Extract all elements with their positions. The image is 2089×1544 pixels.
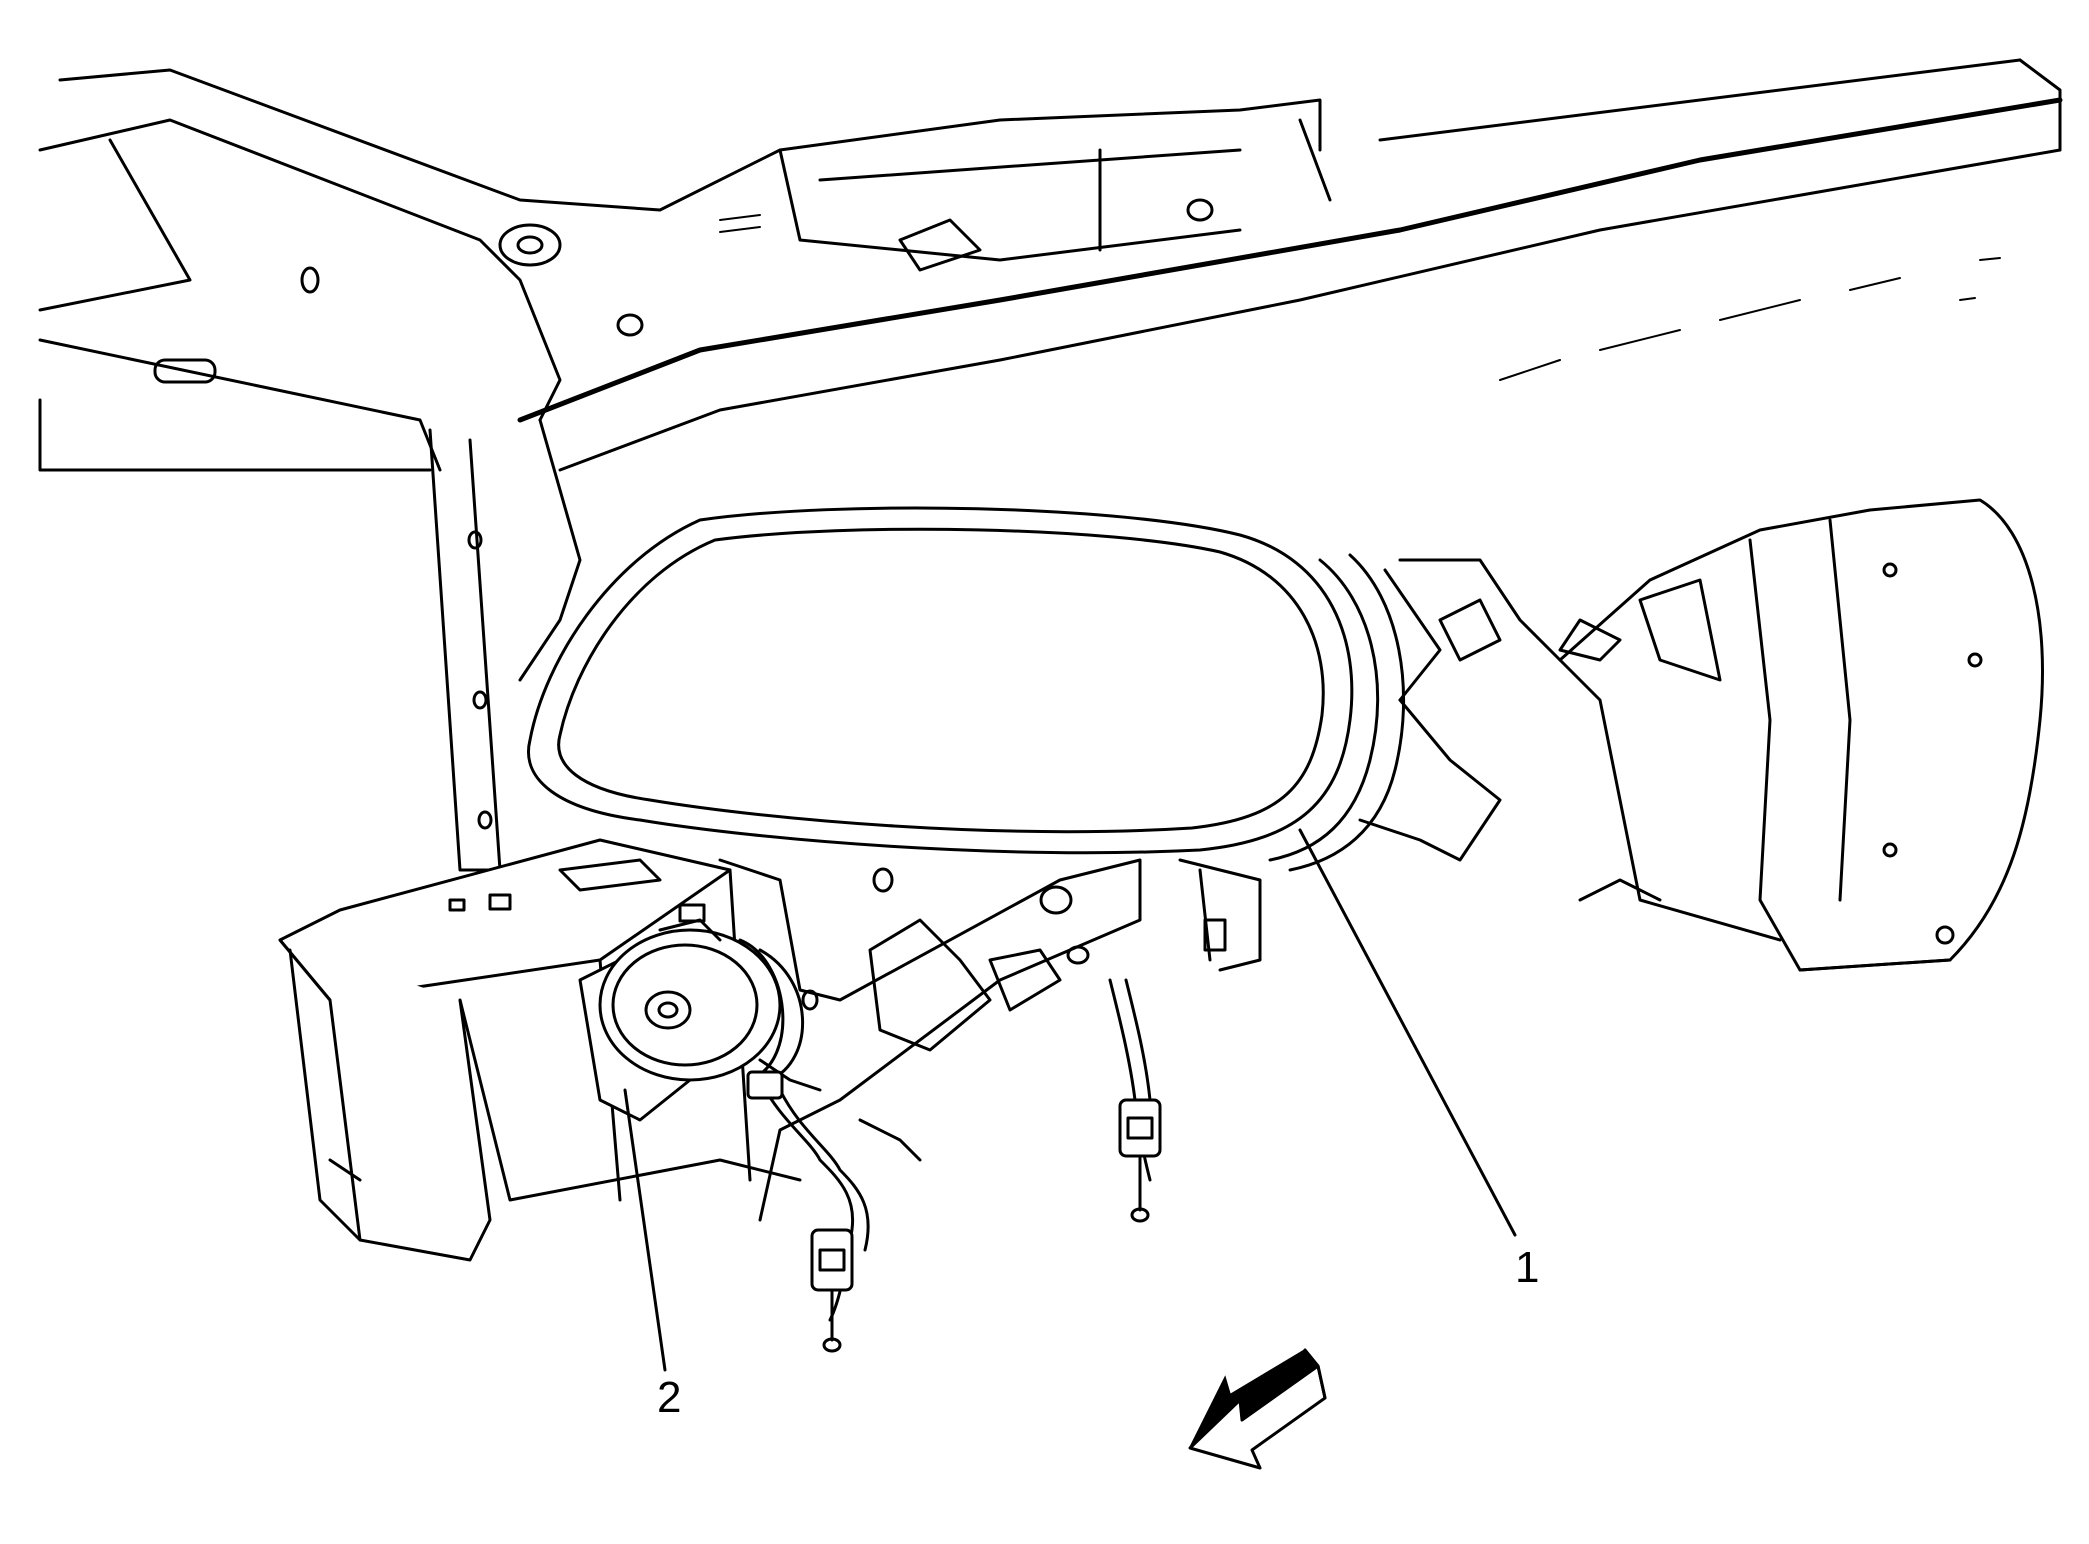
horn-mounting-bracket (278, 838, 802, 1262)
forward-direction-arrow-icon (1188, 1348, 1327, 1470)
horn (578, 903, 804, 1122)
leader-line-2 (623, 1088, 667, 1372)
wiring-harness (746, 978, 1162, 1353)
horn-mounting-plate (718, 858, 1142, 1222)
headlamp-assembly (527, 506, 1442, 972)
callout-leaders (623, 828, 1517, 1372)
wheelhouse-liner (1358, 498, 2044, 972)
leader-line-1 (1298, 828, 1517, 1237)
upper-frame-rail (38, 68, 1332, 472)
fender-panel (517, 58, 2063, 472)
callout-label-1: 1 (1515, 1243, 1539, 1292)
radiator-support-upright (428, 418, 582, 872)
callout-label-2: 2 (657, 1373, 681, 1422)
